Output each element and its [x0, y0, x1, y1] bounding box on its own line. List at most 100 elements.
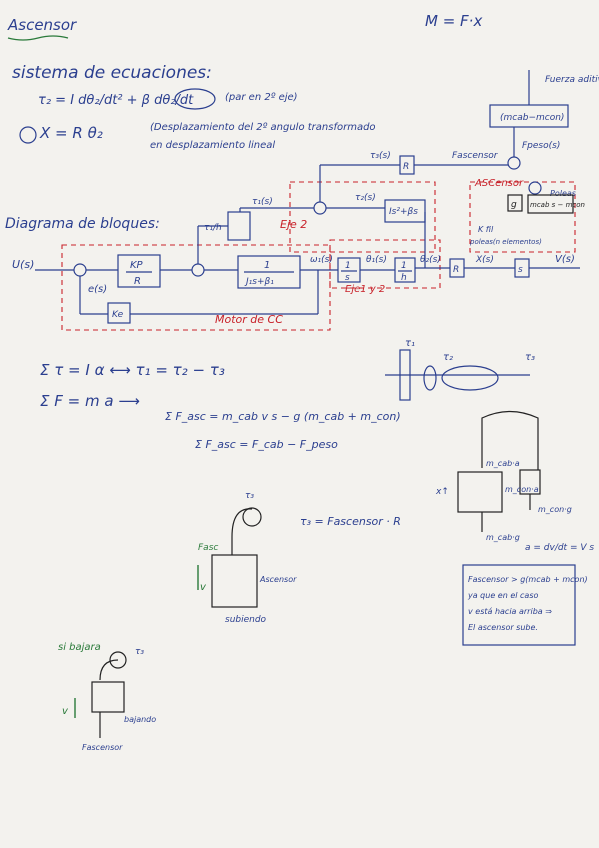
fbd-mcon-a: m_con·a: [505, 485, 539, 494]
mcab-mcon-label: (mcab−mcon): [500, 113, 564, 123]
eq-force: Σ F = m a ⟶: [40, 392, 140, 410]
sum-junction-2: [191, 263, 205, 277]
tau1h-label: τ₁/h: [204, 223, 222, 233]
fbd-mcab-g: m_cab·g: [486, 533, 520, 542]
error-label: e(s): [88, 284, 107, 295]
g-label: g: [511, 200, 517, 210]
mcabs-block: [527, 194, 574, 214]
bajando-v: v: [62, 706, 69, 717]
w1-label: ω₁(s): [310, 255, 333, 265]
tau1p-label: τ₁(s): [252, 197, 273, 207]
eq-tau3: τ₃ = Fascensor · R: [300, 515, 401, 528]
shaft-drawing: [174, 88, 216, 110]
bajando-sketch: [74, 651, 127, 738]
s-block-label: s: [518, 265, 523, 275]
elevator-sketch: [197, 507, 262, 608]
motor-cc-label: Motor de CC: [215, 313, 283, 326]
conclusion-l4: El ascensor sube.: [468, 623, 538, 632]
sistema-eq2-note-1: (Desplazamiento del 2º angulo transforma…: [150, 122, 376, 133]
shaft-sketch: [385, 349, 530, 401]
kp-num: KP: [130, 260, 144, 271]
fascensor-label: Fascensor: [452, 151, 499, 161]
elevator-subiendo: subiendo: [225, 615, 267, 625]
poleas-n-label: poleas(n elementos): [469, 238, 542, 246]
is2-block: [384, 199, 426, 223]
ascensor-group: [469, 181, 576, 253]
theta1-label: θ₁(s): [366, 255, 387, 265]
circled-mark: [19, 126, 37, 144]
elevator-v: v: [200, 582, 207, 593]
x-out-label: X(s): [475, 255, 494, 265]
mcabs-label: mcab s − mcon: [530, 201, 585, 209]
conclusion-box: [462, 564, 576, 646]
tau1h-block: [227, 211, 251, 241]
r-top-label: R: [403, 162, 409, 172]
elevator-ascensor: Ascensor: [259, 575, 297, 584]
fbd-accel: a = dv/dt = V s: [525, 543, 594, 553]
ascensor-label: ASCensor: [474, 178, 524, 189]
sum-junction-4: [507, 156, 521, 170]
tau2-label: τ₂(s): [355, 193, 376, 203]
bajando-label: bajando: [124, 715, 156, 724]
ke-label: Ke: [112, 310, 124, 320]
eq-force-b: Σ F_asc = F_cab − F_peso: [195, 438, 338, 451]
h-block: [394, 257, 416, 283]
bajando-fascensor: Fascensor: [82, 743, 123, 752]
v-out-label: V(s): [555, 254, 575, 265]
int-den: s: [345, 273, 350, 283]
fbd-mcon-g: m_con·g: [538, 505, 572, 514]
motor-num: 1: [264, 260, 270, 271]
kp-den: R: [134, 276, 141, 287]
motor-cc-group: [61, 244, 331, 331]
eq-torque: Σ τ = I α ⟷ τ₁ = τ₂ − τ₃: [40, 361, 225, 379]
input-u: U(s): [12, 258, 34, 271]
fuerza-aditiva-label: Fuerza aditiva: [545, 75, 599, 85]
fbd-mcab-a: m_cab·a: [486, 459, 520, 468]
elevator-fasc: Fasc: [198, 543, 218, 553]
sum-junction-3: [313, 201, 327, 215]
eje1-group: [329, 239, 441, 289]
h-num: 1: [401, 261, 407, 271]
theta2-label: θ₂(s): [420, 255, 441, 265]
kp-block: [117, 254, 161, 288]
ke-block: [107, 302, 131, 324]
g-block: [507, 194, 523, 212]
elevator-tau3: τ₃: [245, 491, 254, 501]
r-block-label: R: [453, 265, 459, 275]
eje1-label: Eje1 y 2: [345, 284, 385, 295]
conclusion-l2: ya que en el caso: [467, 591, 538, 600]
poleas-label: Poleas: [550, 189, 576, 198]
eje2-label: Eje 2: [280, 218, 307, 231]
fpeso-label: Fpeso(s): [522, 141, 560, 151]
shaft-tau2: τ₂: [443, 352, 453, 363]
shaft-tau3: τ₃: [525, 352, 535, 363]
kfil-label: K fil: [478, 225, 494, 234]
conclusion-l3: v está hacia arriba ⇒: [468, 607, 552, 616]
eq-force-a: Σ F_asc = m_cab v s − g (m_cab + m_con): [165, 410, 401, 423]
h-den: h: [401, 273, 407, 283]
sum-junction-1: [73, 263, 87, 277]
page-title: Ascensor: [7, 16, 77, 34]
fbd-sketch: [457, 410, 541, 532]
sistema-eq2-note-2: en desplazamiento lineal: [150, 140, 275, 151]
diagram-heading: Diagrama de bloques:: [5, 216, 160, 232]
sistema-eq2: X = R θ₂: [39, 124, 103, 142]
bajando-title: si bajara: [58, 642, 101, 653]
sistema-heading: sistema de ecuaciones:: [12, 63, 212, 83]
eje2-group: [289, 181, 436, 253]
shaft-tau1: τ₁: [405, 338, 415, 349]
motor-den: J₁s+β₁: [244, 277, 274, 287]
int-num: 1: [345, 261, 351, 271]
formula-mfx: M = F·x: [425, 12, 482, 30]
conclusion-l1: Fascensor > g(mcab + mcon): [468, 575, 588, 584]
is2-label: Is²+βs: [389, 207, 418, 217]
sistema-eq1: τ₂ = I dθ₂/dt² + β dθ₂/dt: [38, 93, 194, 108]
tau3-label: τ₃(s): [370, 151, 391, 161]
sistema-eq1-note: (par en 2º eje): [225, 92, 298, 103]
fbd-x-label: x↑: [435, 487, 449, 497]
motor-block: [237, 255, 301, 289]
sum-junction-5: [528, 181, 542, 195]
bajando-tau3: τ₃: [135, 647, 144, 657]
